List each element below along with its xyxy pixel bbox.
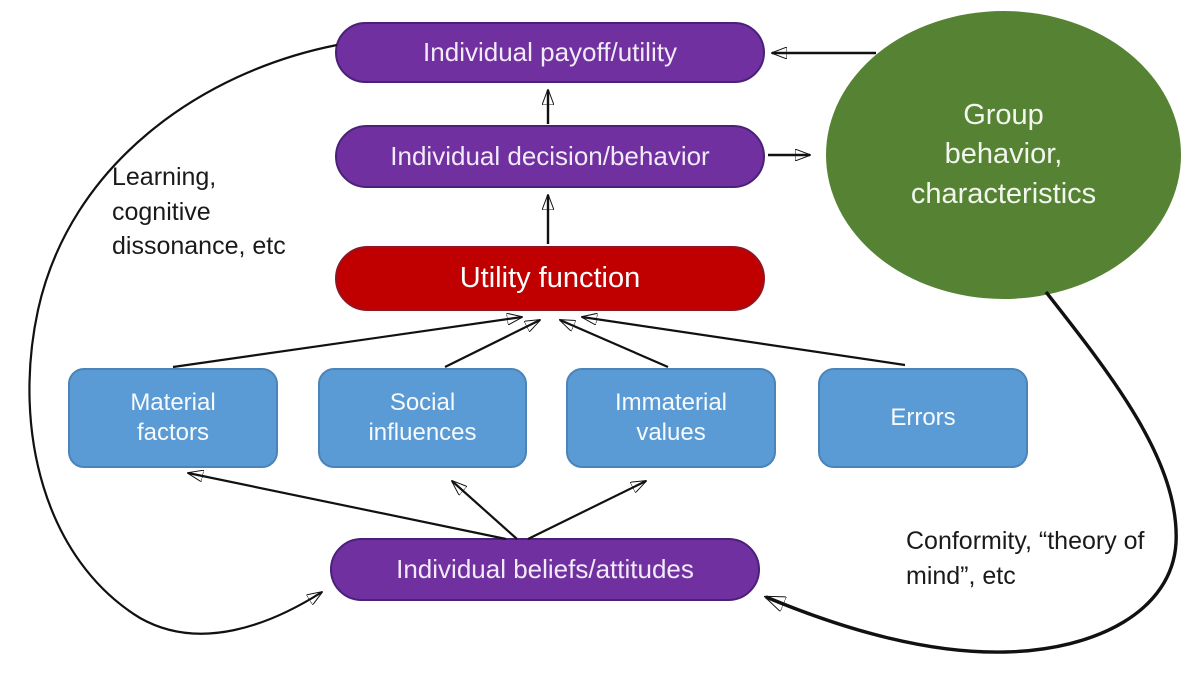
node-label-social: Social influences <box>368 389 477 446</box>
arrow-material-to-utility <box>172 317 522 369</box>
node-label-material: Material factors <box>130 389 216 446</box>
node-label-beliefs: Individual beliefs/attitudes <box>396 554 694 584</box>
node-individual-decision-behavior: Individual decision/behavior <box>335 125 765 188</box>
arrow-beliefs-to-material <box>188 473 507 541</box>
node-label-errors: Errors <box>890 404 956 431</box>
node-individual-payoff-utility: Individual payoff/utility <box>335 22 765 83</box>
node-immaterial-values: Immaterial values <box>566 368 776 468</box>
node-social-influences: Social influences <box>318 368 527 468</box>
node-errors: Errors <box>818 368 1028 468</box>
node-individual-beliefs-attitudes: Individual beliefs/attitudes <box>330 538 760 601</box>
node-utility-function: Utility function <box>335 246 765 311</box>
node-label-group: Group behavior, characteristics <box>910 99 1097 210</box>
annotation-conformity: Conformity, “theory of mind”, etc <box>906 527 1145 590</box>
node-material-factors: Material factors <box>68 368 278 468</box>
arrow-beliefs-to-social <box>452 481 518 540</box>
arrow-errors-to-utility <box>582 317 906 367</box>
arrow-group-to-beliefs-conformity-loop <box>766 290 1178 654</box>
arrow-immaterial-to-utility <box>560 318 669 369</box>
arrow-social-to-utility <box>444 320 540 368</box>
node-label-decision: Individual decision/behavior <box>390 141 710 171</box>
arrow-payoff-to-beliefs-learning-loop <box>28 43 338 635</box>
node-label-payoff: Individual payoff/utility <box>423 37 677 67</box>
node-label-immaterial: Immaterial values <box>614 389 728 446</box>
annotation-learning: Learning, cognitive dissonance, etc <box>112 163 286 260</box>
arrow-beliefs-to-immaterial <box>527 481 646 540</box>
node-label-utility: Utility function <box>459 262 641 294</box>
node-group-behavior: Group behavior, characteristics <box>826 11 1181 299</box>
